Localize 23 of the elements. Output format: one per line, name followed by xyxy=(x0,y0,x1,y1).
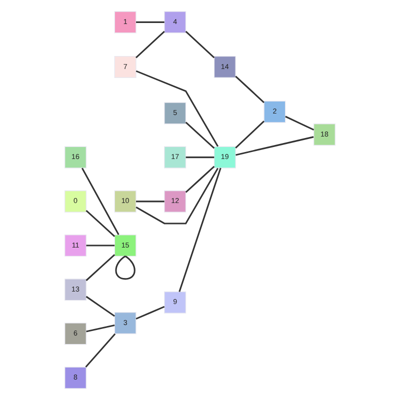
connector xyxy=(86,324,115,332)
connector xyxy=(186,156,214,158)
connector xyxy=(85,333,116,368)
connector xyxy=(136,21,164,23)
connector xyxy=(185,30,215,58)
connector xyxy=(285,116,314,131)
connector xyxy=(136,70,219,147)
connector xyxy=(86,210,116,237)
connector xyxy=(136,306,165,320)
connector xyxy=(136,168,219,224)
connector xyxy=(235,76,264,104)
connector xyxy=(235,120,264,148)
connector xyxy=(81,168,120,235)
connector xyxy=(236,136,314,156)
connector xyxy=(136,200,164,202)
connector xyxy=(136,30,165,58)
connector xyxy=(86,296,116,317)
connector xyxy=(86,254,116,282)
connector xyxy=(115,256,136,280)
connector xyxy=(178,168,222,292)
connector xyxy=(185,166,215,193)
connector xyxy=(86,244,115,246)
connector xyxy=(185,122,215,149)
